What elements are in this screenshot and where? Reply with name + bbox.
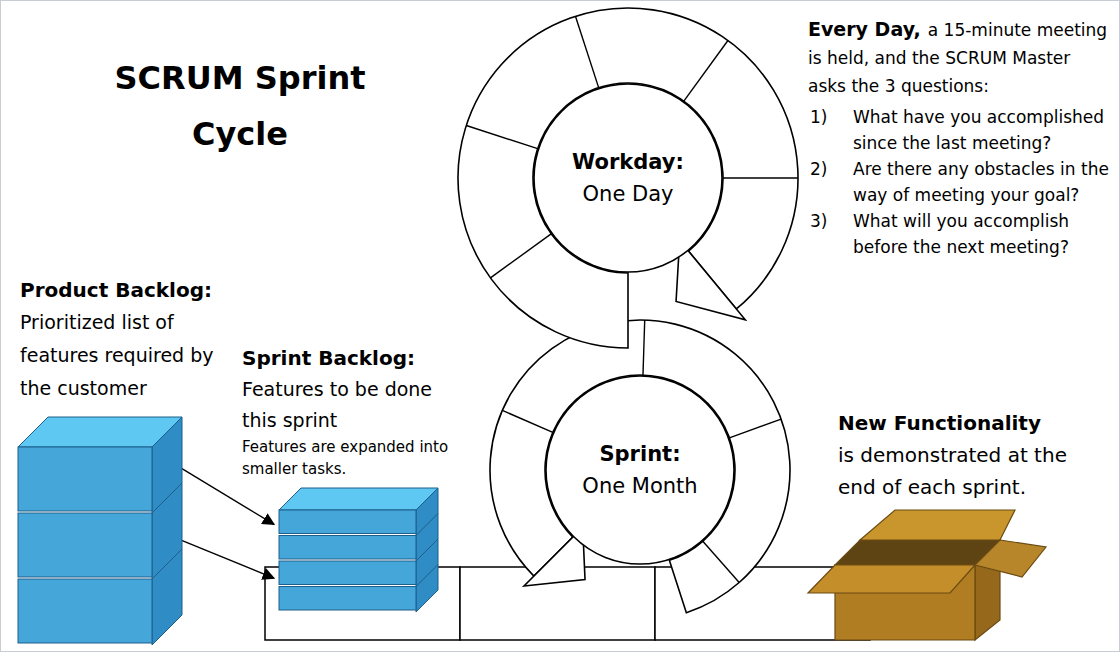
- question-row: 1)What have you accomplished since the l…: [810, 104, 1113, 156]
- loop-divider: [723, 177, 798, 178]
- node-body: One Month: [582, 470, 697, 502]
- backlog-stack: Product Backlog:Prioritized list of feat…: [15, 415, 185, 647]
- node-heading: Product Backlog:: [20, 274, 235, 306]
- question-row: 3)What will you accomplish before the ne…: [810, 208, 1113, 260]
- stack-slab: [279, 587, 416, 611]
- node-heading: Workday:: [572, 146, 684, 178]
- loop-divider: [729, 419, 781, 438]
- node-texts: Sprint:One Month: [545, 375, 735, 565]
- box-front-flap: [808, 565, 975, 593]
- node-outline: [276, 486, 441, 614]
- question-text: What have you accomplished since the las…: [853, 104, 1113, 156]
- box-interior: [835, 540, 1000, 565]
- node-body: Prioritized list of features required by…: [20, 306, 235, 405]
- question-text: What will you accomplish before the next…: [853, 208, 1113, 260]
- backlog-stack: Sprint Backlog:Features to be done this …: [276, 486, 441, 614]
- circle-outline: [534, 84, 722, 272]
- phase-circle: Workday:One Day: [533, 83, 723, 273]
- loop-divider: [703, 541, 739, 582]
- loop-band: [458, 8, 798, 348]
- title-text: SCRUM Sprint Cycle: [90, 50, 390, 162]
- stack-seam: [152, 483, 182, 513]
- loop-divider: [575, 16, 598, 87]
- node-outline: [545, 375, 735, 565]
- loop-arc: [490, 320, 790, 613]
- stack-slab: [279, 536, 416, 560]
- delivery-box: New Functionalityis demonstrated at the …: [800, 505, 1050, 645]
- stack-seam: [416, 514, 438, 536]
- loop-arc: [458, 8, 798, 348]
- loop-band: [490, 320, 790, 613]
- node-body: Features are expanded into smaller tasks…: [242, 436, 467, 480]
- node-body: Features to be done this sprint: [242, 374, 467, 436]
- note-lead: Every Day,: [808, 18, 921, 40]
- loop-divider: [490, 234, 551, 278]
- node-heading: Sprint:: [599, 438, 680, 470]
- node-outline: [15, 415, 185, 647]
- box-side-flap: [975, 540, 1046, 577]
- stack-slab: [18, 579, 152, 643]
- stack-seam: [152, 417, 182, 447]
- stack-side: [416, 488, 438, 612]
- node-outline: [533, 83, 723, 273]
- question-row: 2)Are there any obstacles in the way of …: [810, 156, 1113, 208]
- meeting-note: Every Day,a 15-minute meeting is held, a…: [808, 16, 1113, 100]
- stack-seam: [152, 549, 182, 579]
- loop-divider: [643, 320, 645, 375]
- stack-slab: [279, 561, 416, 585]
- node-body: is demonstrated at the end of each sprin…: [838, 439, 1078, 503]
- question-number: 2): [810, 156, 853, 208]
- node-body: One Day: [583, 178, 674, 210]
- loop-divider: [466, 125, 537, 148]
- stack-slab: [279, 510, 416, 534]
- stack-seam: [416, 565, 438, 587]
- question-list: 1)What have you accomplished since the l…: [810, 104, 1113, 260]
- question-number: 1): [810, 104, 853, 156]
- node-outline: [800, 505, 1050, 645]
- loop-divider: [684, 40, 728, 101]
- node-texts: Workday:One Day: [533, 83, 723, 273]
- node-texts: Product Backlog:Prioritized list of feat…: [20, 274, 235, 405]
- question-number: 3): [810, 208, 853, 260]
- stack-slab: [18, 447, 152, 511]
- loop-divider: [502, 410, 552, 432]
- phase-circle: Sprint:One Month: [545, 375, 735, 565]
- question-text: Are there any obstacles in the way of me…: [853, 156, 1113, 208]
- node-texts: Sprint Backlog:Features to be done this …: [242, 342, 467, 480]
- stack-seam: [416, 539, 438, 561]
- node-heading: New Functionality: [838, 407, 1078, 439]
- stack-seam: [416, 488, 438, 510]
- node-texts: New Functionalityis demonstrated at the …: [838, 407, 1078, 503]
- node-heading: Sprint Backlog:: [242, 342, 467, 374]
- stack-slab: [18, 513, 152, 577]
- figure-eight-loop: [458, 8, 798, 613]
- diagram-title: SCRUM Sprint Cycle: [90, 50, 390, 162]
- flow-arrow: [170, 536, 274, 579]
- box-back-flap: [860, 510, 1015, 540]
- stack-top: [279, 488, 438, 510]
- stack-side: [152, 417, 182, 645]
- circle-outline: [546, 376, 734, 564]
